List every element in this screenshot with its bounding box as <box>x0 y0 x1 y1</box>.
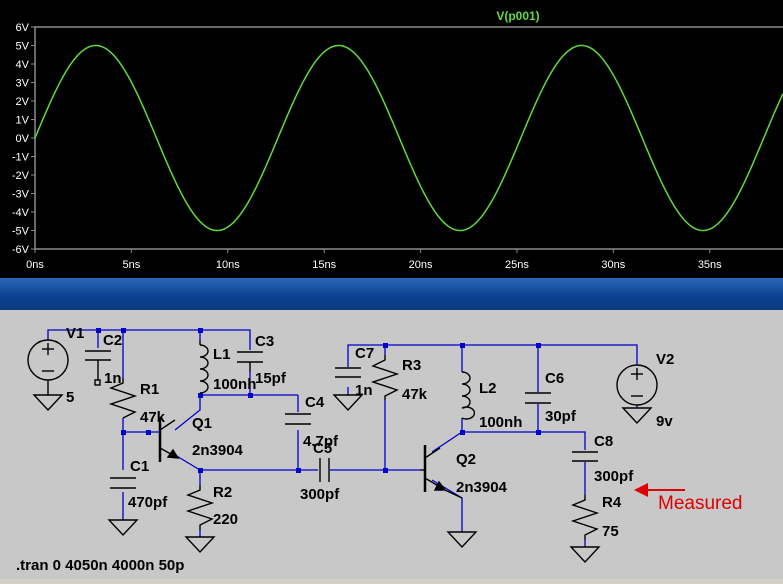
trace-line[interactable] <box>34 44 783 232</box>
r1-value: 47k <box>140 409 166 426</box>
q2-transistor[interactable] <box>420 445 478 549</box>
schematic-pane[interactable]: V1 5 C2 1n R1 47k L1 100nh C3 15pf Q1 2n… <box>0 310 783 579</box>
measured-annotation: Measured <box>658 493 743 514</box>
c2-capacitor[interactable] <box>85 350 111 386</box>
c7-capacitor[interactable] <box>332 367 364 412</box>
x-axis-ticks: 0ns 5ns 10ns 15ns 20ns 25ns 30ns 35ns <box>26 249 722 271</box>
y-tick-label: 2V <box>16 96 30 108</box>
x-tick-label: 15ns <box>312 259 336 271</box>
y-tick-label: -3V <box>12 189 30 201</box>
c2-label: C2 <box>103 332 122 349</box>
c7-label: C7 <box>355 345 374 362</box>
l2-inductor[interactable] <box>461 371 476 420</box>
l2-label: L2 <box>479 380 497 397</box>
c8-capacitor[interactable] <box>572 451 598 462</box>
c1-value: 470pf <box>128 494 168 511</box>
measured-arrow <box>634 483 685 497</box>
y-tick-label: 3V <box>16 78 30 90</box>
wires <box>47 329 638 547</box>
c6-value: 30pf <box>545 408 577 425</box>
r4-value: 75 <box>602 523 619 540</box>
l2-value: 100nh <box>479 414 522 431</box>
y-tick-label: -4V <box>12 207 30 219</box>
spice-directive[interactable]: .tran 0 4050n 4000n 50p <box>16 557 184 574</box>
l1-inductor[interactable] <box>199 340 209 394</box>
v1-label: V1 <box>66 325 84 342</box>
l1-value: 100nh <box>213 376 256 393</box>
r2-value: 220 <box>213 511 238 528</box>
y-tick-label: -5V <box>12 226 30 238</box>
c7-value: 1n <box>355 382 373 399</box>
x-tick-label: 10ns <box>216 259 240 271</box>
v2-value: 9v <box>656 413 673 430</box>
r2-label: R2 <box>213 484 232 501</box>
r3-value: 47k <box>402 386 428 403</box>
c6-capacitor[interactable] <box>525 392 551 404</box>
q2-value: 2n3904 <box>456 479 508 496</box>
v2-label: V2 <box>656 351 674 368</box>
c2-value: 1n <box>104 370 122 387</box>
plot-frame <box>34 26 783 250</box>
y-tick-label: 1V <box>16 115 30 127</box>
x-tick-label: 25ns <box>505 259 529 271</box>
l1-label: L1 <box>213 346 231 363</box>
y-tick-label: 6V <box>16 22 30 34</box>
waveform-pane[interactable]: V(p001) 6V 5V 4V 3V 2V 1V 0V -1V -2V -3V -4V -5V -6V… <box>0 0 783 278</box>
y-tick-label: -1V <box>12 152 30 164</box>
c8-label: C8 <box>594 433 613 450</box>
q2-label: Q2 <box>456 451 476 468</box>
c1-capacitor[interactable] <box>107 477 139 537</box>
x-tick-label: 35ns <box>698 259 722 271</box>
schematic-title-bar[interactable] <box>0 278 783 310</box>
r4-label: R4 <box>602 494 622 511</box>
junction-nodes <box>96 328 541 473</box>
c1-label: C1 <box>130 458 149 475</box>
y-tick-label: 4V <box>16 59 30 71</box>
c3-label: C3 <box>255 333 274 350</box>
trace-label[interactable]: V(p001) <box>496 9 539 23</box>
y-tick-label: 5V <box>16 41 30 53</box>
c5-label: C5 <box>313 440 332 457</box>
schematic-canvas[interactable]: V1 5 C2 1n R1 47k L1 100nh C3 15pf Q1 2n… <box>0 310 783 579</box>
c4-capacitor[interactable] <box>285 413 311 425</box>
r3-label: R3 <box>402 357 421 374</box>
v1-voltage-source[interactable] <box>27 339 69 412</box>
r1-label: R1 <box>140 381 159 398</box>
c5-value: 300pf <box>300 486 340 503</box>
r4-resistor[interactable] <box>569 495 601 564</box>
y-tick-label: -6V <box>12 244 30 256</box>
r1-resistor[interactable] <box>108 378 138 419</box>
r2-resistor[interactable] <box>184 485 216 554</box>
q1-value: 2n3904 <box>192 442 244 459</box>
c3-value: 15pf <box>255 370 287 387</box>
x-tick-label: 5ns <box>123 259 141 271</box>
c6-label: C6 <box>545 370 564 387</box>
q1-label: Q1 <box>192 415 212 432</box>
y-tick-label: 0V <box>16 133 30 145</box>
c4-label: C4 <box>305 394 325 411</box>
x-tick-label: 20ns <box>409 259 433 271</box>
q1-transistor[interactable] <box>158 418 180 462</box>
c3-capacitor[interactable] <box>237 351 263 372</box>
v1-value: 5 <box>66 389 74 406</box>
y-tick-label: -2V <box>12 170 30 182</box>
r3-resistor[interactable] <box>370 355 400 400</box>
x-tick-label: 0ns <box>26 259 44 271</box>
waveform-plot[interactable]: V(p001) 6V 5V 4V 3V 2V 1V 0V -1V -2V -3V -4V -5V -6V… <box>0 0 783 278</box>
y-axis-ticks: 6V 5V 4V 3V 2V 1V 0V -1V -2V -3V -4V -5V -6V <box>12 22 35 256</box>
v2-voltage-source[interactable] <box>616 364 658 425</box>
c5-capacitor[interactable] <box>319 458 330 482</box>
x-tick-label: 30ns <box>601 259 625 271</box>
c8-value: 300pf <box>594 468 634 485</box>
c4-value: 4.7pf <box>303 433 339 450</box>
